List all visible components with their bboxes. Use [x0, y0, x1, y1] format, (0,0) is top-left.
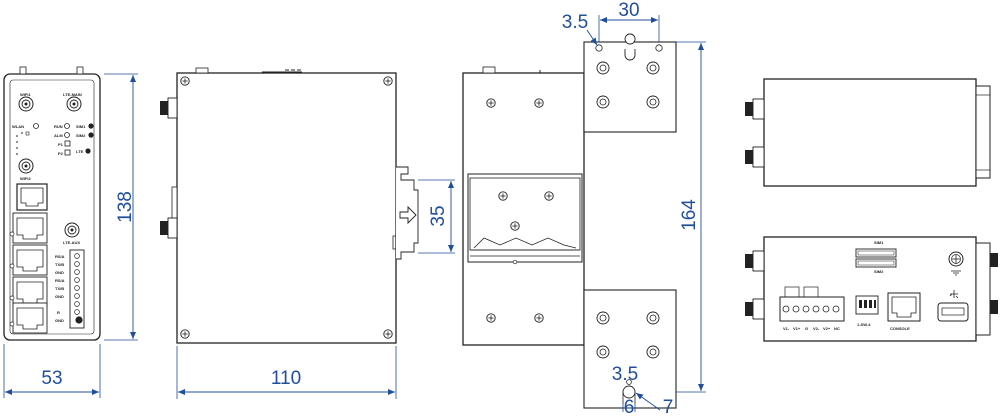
screw-icon — [510, 221, 520, 231]
ethernet-port-2 — [12, 244, 48, 276]
dim-label-110: 110 — [271, 368, 301, 389]
dim-label-53: 53 — [41, 368, 62, 389]
screw-icon — [180, 329, 190, 339]
mount-hole-icon — [646, 95, 660, 109]
top-view — [745, 78, 991, 187]
screw-icon — [180, 76, 190, 86]
dimension-bracket-height: 164 — [676, 41, 706, 393]
ethernet-port-4 — [12, 302, 48, 334]
screw-icon — [383, 329, 393, 339]
pin-label-1: V1- — [783, 326, 790, 331]
screw-icon — [383, 76, 393, 86]
screw-icon — [486, 313, 496, 323]
top-body — [763, 78, 977, 187]
dim-label-6: 6 — [624, 397, 635, 413]
din-rail-clip — [469, 177, 581, 251]
mount-hole-icon — [646, 311, 660, 325]
label-wifi1: WIFI1 — [20, 92, 31, 97]
ethernet-port-3 — [12, 276, 48, 308]
label-wifi2: WIFI2 — [20, 176, 31, 181]
label-lte-main: LTE-MAIN — [63, 92, 82, 97]
label-lte: LTE — [76, 149, 84, 154]
dimension-slot: 3.5 6 7 — [612, 364, 674, 418]
dim-label-3-5-bottom: 3.5 — [612, 364, 638, 385]
mount-hole-icon — [646, 345, 660, 359]
term-label-8: GND — [55, 318, 64, 323]
screw-icon — [534, 313, 544, 323]
antenna-wifi2-icon — [18, 158, 34, 174]
antenna-lte-main-icon — [66, 96, 82, 112]
front-view: WIFI1 LTE-MAIN WLAN RUN ALM P1 P2 SIM1 S… — [3, 66, 101, 341]
label-wlan: WLAN — [12, 124, 24, 129]
term-label-4: RS/A — [55, 278, 65, 283]
screw-icon — [498, 191, 508, 201]
ethernet-port-1 — [12, 212, 48, 244]
dimension-side-width: 110 — [176, 346, 397, 399]
term-label-5: TX/B — [55, 286, 64, 291]
side-view — [160, 67, 419, 344]
mount-hole-icon — [596, 95, 610, 109]
power-terminal-block — [779, 296, 845, 322]
antenna-lte-aux-icon — [64, 222, 80, 238]
arrow-right-icon — [399, 205, 417, 225]
label-sim2: SIM2 — [76, 133, 86, 138]
label-bottom-sim1: SIM1 — [874, 240, 884, 245]
dimension-bracket-width: 30 — [598, 0, 660, 42]
mount-hole-icon — [596, 61, 610, 75]
screw-icon — [544, 191, 554, 201]
dimension-din-rail: 35 — [418, 179, 455, 254]
label-sim1: SIM1 — [76, 124, 86, 129]
screw-icon — [534, 98, 544, 108]
pin-label-4: V2- — [813, 326, 820, 331]
bottom-view: SIM1 SIM2 V1- V1+ G V2- V2+ NC 1-SW-4 CO… — [745, 236, 998, 342]
dim-label-138: 138 — [115, 191, 136, 223]
term-label-3: GND — [55, 270, 64, 275]
side-body — [176, 72, 397, 344]
rear-view — [462, 33, 677, 409]
dimension-front-width: 53 — [3, 344, 101, 398]
label-console: CONSOLE — [890, 326, 910, 331]
pin-label-5: V2+ — [823, 326, 831, 331]
dim-label-164: 164 — [679, 199, 700, 231]
label-lte-aux: LTE-AUX — [63, 240, 80, 245]
dim-label-35: 35 — [428, 205, 449, 226]
screw-icon — [486, 98, 496, 108]
label-bottom-sim2: SIM2 — [874, 269, 884, 274]
dim-label-7: 7 — [663, 397, 674, 413]
antenna-wifi1-icon — [18, 96, 34, 112]
label-alm: ALM — [54, 133, 63, 138]
dim-label-30: 30 — [618, 0, 639, 21]
term-label-7: R — [57, 310, 60, 315]
pin-label-6: NC — [834, 326, 840, 331]
term-label-2: TX/B — [55, 262, 64, 267]
label-p2: P2 — [58, 151, 64, 156]
mount-hole-icon — [596, 345, 610, 359]
label-run: RUN — [54, 124, 63, 129]
dimension-front-height: 138 — [104, 73, 138, 341]
term-label-1: RS/A — [55, 254, 65, 259]
usb-icon — [949, 290, 959, 299]
term-label-6: GND — [55, 294, 64, 299]
dim-label-3-5-top: 3.5 — [562, 12, 588, 33]
mount-hole-icon — [646, 61, 660, 75]
mount-hole-icon — [596, 311, 610, 325]
label-sw: 1-SW-4 — [857, 322, 871, 327]
dimension-hole-top: 3.5 — [562, 12, 598, 46]
pin-label-2: V1+ — [793, 326, 801, 331]
pin-label-3: G — [805, 326, 808, 331]
label-p1: P1 — [58, 142, 64, 147]
